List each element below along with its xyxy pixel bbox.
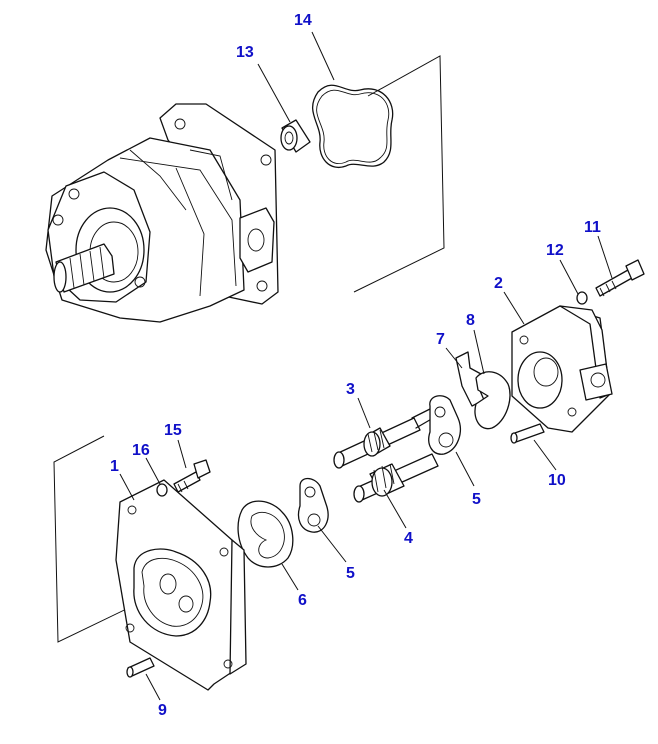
callout-12: 12 xyxy=(546,242,564,259)
callout-6: 6 xyxy=(298,592,307,609)
callout-15: 15 xyxy=(164,422,182,439)
part-11-bolt xyxy=(595,259,645,297)
callout-14: 14 xyxy=(294,12,312,29)
callout-10: 10 xyxy=(548,472,566,489)
callout-9: 9 xyxy=(158,702,167,719)
part-15-bolt xyxy=(173,459,211,493)
part-14-o-ring xyxy=(312,84,394,168)
callout-5-lower: 5 xyxy=(346,565,355,582)
part-12-washer xyxy=(576,291,588,305)
part-6-gasket xyxy=(237,500,294,568)
callout-1: 1 xyxy=(110,458,119,475)
leader-lines xyxy=(119,31,613,701)
frame-line-top xyxy=(353,55,445,293)
callout-13: 13 xyxy=(236,44,254,61)
part-9-dowel-pin xyxy=(126,657,155,678)
part-16-washer xyxy=(156,483,168,497)
callout-2: 2 xyxy=(494,275,503,292)
callout-16: 16 xyxy=(132,442,150,459)
callout-5-right: 5 xyxy=(472,491,481,508)
part-4-driven-gear xyxy=(353,453,439,503)
part-5-side-plate-upper xyxy=(428,395,461,455)
part-8-backup-ring xyxy=(474,371,511,430)
callout-4: 4 xyxy=(404,530,413,547)
part-5-side-plate-lower xyxy=(297,477,329,533)
callout-11: 11 xyxy=(584,219,601,236)
part-13-bushing xyxy=(280,119,311,153)
frame-line-left xyxy=(53,435,171,643)
pump-assembly xyxy=(45,103,279,323)
part-10-dowel-pin xyxy=(510,423,545,444)
callout-7: 7 xyxy=(436,331,445,348)
callout-3: 3 xyxy=(346,381,355,398)
part-1-front-cover xyxy=(115,479,247,691)
part-2-housing xyxy=(511,305,613,433)
callout-8: 8 xyxy=(466,312,475,329)
